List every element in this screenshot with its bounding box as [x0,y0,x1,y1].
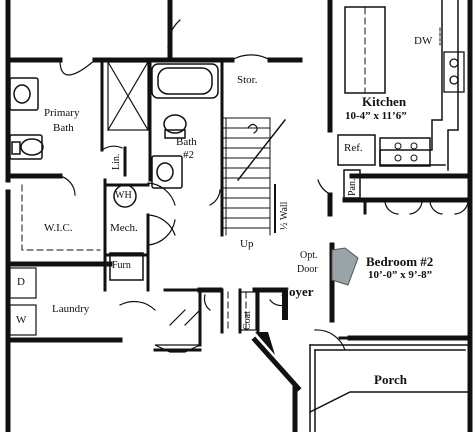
shower [107,61,149,131]
kitchen-label: Kitchen [362,94,407,109]
bedroom2-dimensions: 10’-0” x 9’-8” [368,269,433,281]
staircase [221,117,287,236]
optional-door-swing [331,247,359,286]
column-blocks [255,290,288,355]
kitchen-counters [337,0,459,199]
water-heater-label: WH [115,190,132,201]
cooktop [394,142,418,162]
primary-bath-label-2: Bath [53,122,74,134]
mechanical-label: Mech. [110,222,138,234]
exterior-walls [5,0,473,432]
bedroom2-label: Bedroom #2 [366,254,434,269]
stairs-up-label: Up [240,238,254,250]
bath2-fixtures [151,63,219,189]
dishwasher-label: DW [414,35,433,47]
foyer-label: Foyer [281,284,314,299]
optional-door-label-1: Opt. [300,250,318,261]
kitchen-dimensions: 10-4” x 11’6” [345,110,407,122]
half-wall-label: ½ Wall [279,201,290,230]
porch-label: Porch [374,372,407,387]
kitchen-sink [443,51,465,93]
primary-bath-label-1: Primary [44,107,80,119]
interior-walls [100,58,367,352]
porch-outline [308,344,471,432]
laundry-machines [9,267,37,336]
dryer-label: D [17,276,25,288]
primary-bath-fixtures [9,77,44,160]
bath2-label-2: #2 [183,149,194,161]
walk-in-closet-label: W.I.C. [44,222,73,234]
refrigerator-label: Ref. [344,142,363,154]
closet-shelves [21,184,247,331]
washer-label: W [16,314,27,326]
pantry-label: Pan. [347,178,358,197]
linen-label: Lin. [111,153,122,170]
bath2-label-1: Bath [176,136,197,148]
coat-closet-label: Coat [242,311,253,330]
mechanical-equipment [109,184,144,281]
storage-label: Stor. [237,74,258,86]
door-swings [59,19,469,351]
optional-door-label-2: Door [297,264,318,275]
laundry-label: Laundry [52,303,90,315]
furnace-label: Furn [112,260,131,271]
